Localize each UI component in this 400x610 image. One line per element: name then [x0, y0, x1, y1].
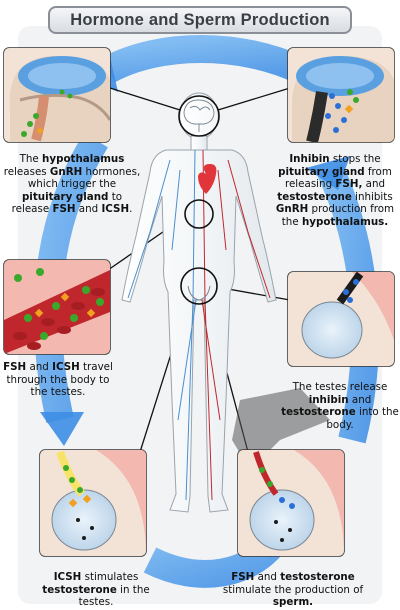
caption-keyword: ICSH [101, 203, 130, 216]
caption-keyword: GnRH [49, 165, 83, 178]
caption-text: in the testes. [78, 583, 150, 609]
caption-text: travel through the body to the testes. [6, 361, 113, 399]
caption-keyword: testosterone [281, 406, 356, 419]
caption-keyword: hypothalamus [42, 153, 125, 165]
diagram-title: Hormone and Sperm Production [70, 10, 330, 29]
caption-keyword: ICSH [53, 571, 82, 583]
caption-sperm: FSH and testosterone stimulate the produ… [218, 571, 368, 609]
caption-text: stimulates [81, 571, 139, 583]
caption-icsh: ICSH stimulates testosterone in the test… [40, 571, 152, 609]
caption-keyword: FSH [52, 203, 76, 216]
caption-keyword: hypothalamus. [301, 215, 389, 228]
panel-hypothalamus [3, 47, 111, 143]
panel-icsh [39, 449, 147, 557]
caption-keyword: Inhibin [289, 153, 330, 165]
caption-text: and [75, 203, 102, 216]
magnifier-circles [178, 95, 220, 305]
caption-keyword: pituitary gland [278, 165, 365, 178]
caption-text: into the body. [326, 406, 399, 431]
caption-text: and [26, 361, 53, 373]
caption-text: inhibits [351, 190, 393, 203]
caption-keyword: testosterone [42, 583, 117, 596]
caption-text: and [362, 178, 386, 191]
testes-icon [180, 267, 218, 305]
caption-text: The testes release [292, 381, 388, 393]
caption-text: production from the [281, 203, 395, 228]
caption-inhibin: Inhibin stops the pituitary gland from r… [272, 153, 398, 229]
caption-keyword: FSH [231, 571, 255, 583]
caption-text: from releasing [284, 165, 392, 191]
title-bar: Hormone and Sperm Production [48, 6, 352, 34]
caption-keyword: testosterone [280, 571, 355, 583]
panel-sperm [237, 449, 345, 557]
caption-keyword: ICSH [52, 361, 80, 373]
panel-inhibin [287, 47, 395, 143]
caption-text: and [254, 571, 281, 583]
caption-keyword: FSH [3, 361, 27, 373]
caption-text: stimulate the production of [222, 583, 364, 596]
caption-text: and [348, 393, 372, 406]
caption-testes-release: The testes release inhibin and testoster… [280, 381, 400, 431]
caption-text: hormones, which trigger the [27, 165, 141, 191]
brain-icon [178, 95, 220, 137]
caption-text: stops the [329, 153, 381, 165]
caption-keyword: pituitary gland [21, 190, 109, 203]
caption-text: releases [3, 165, 50, 178]
caption-travel: FSH and ICSH travel through the body to … [2, 361, 114, 399]
caption-keyword: sperm. [272, 596, 314, 609]
caption-keyword: GnRH [275, 203, 309, 216]
brain-icon-detail [183, 99, 215, 132]
caption-text: to release [11, 190, 123, 216]
caption-keyword: testosterone [277, 190, 352, 203]
panel-testes-release [287, 271, 395, 367]
heart-icon [198, 164, 217, 194]
caption-text: . [129, 203, 133, 216]
caption-keyword: inhibin [308, 393, 349, 406]
caption-text: The [19, 153, 43, 165]
panel-travel [3, 259, 111, 355]
caption-keyword: FSH, [335, 178, 363, 191]
caption-hypothalamus: The hypothalamus releases GnRH hormones,… [2, 153, 142, 216]
